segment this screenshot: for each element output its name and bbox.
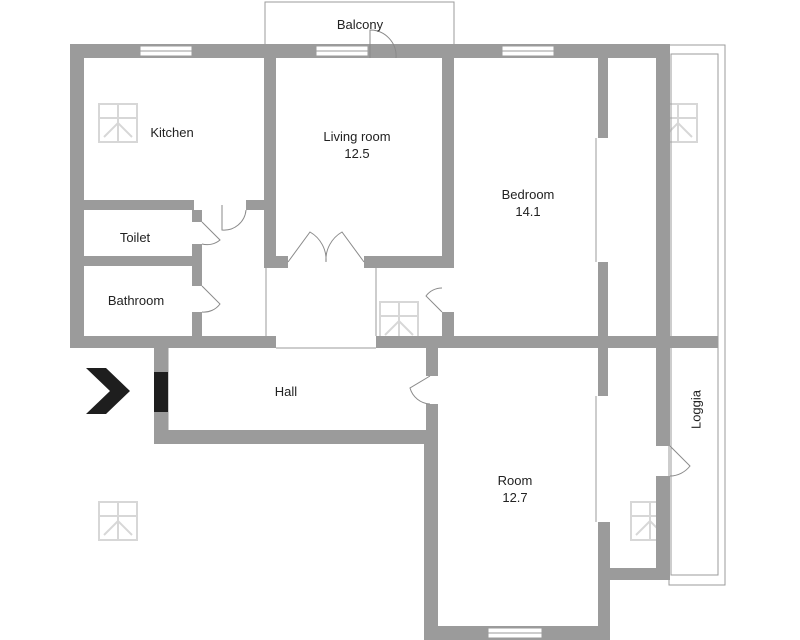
walls xyxy=(70,44,718,640)
room-name: Room xyxy=(497,473,533,488)
room-area: 12.5 xyxy=(344,146,370,161)
room-area: 14.1 xyxy=(515,204,541,219)
watermark-logo-icon xyxy=(98,103,138,143)
entrance-door xyxy=(154,372,168,412)
room-name: Kitchen xyxy=(150,125,194,140)
loggia-inner xyxy=(670,53,719,576)
room-name: Living room xyxy=(323,129,391,144)
watermark-logo-icon xyxy=(379,301,419,341)
doors xyxy=(201,29,691,477)
room-name: Loggia xyxy=(688,389,704,430)
room-area: 12.7 xyxy=(502,490,528,505)
room-label-room: Room 12.7 xyxy=(455,472,575,506)
entrance-arrow-icon xyxy=(86,368,130,414)
room-label-hall: Hall xyxy=(226,383,346,400)
room-label-loggia: Loggia xyxy=(688,380,705,440)
room-name: Balcony xyxy=(336,17,384,32)
room-label-toilet: Toilet xyxy=(75,229,195,246)
room-name: Hall xyxy=(274,384,298,399)
room-label-kitchen: Kitchen xyxy=(112,124,232,141)
room-name: Toilet xyxy=(119,230,151,245)
watermark-logo-icon xyxy=(98,501,138,541)
room-label-living: Living room 12.5 xyxy=(297,128,417,162)
windows xyxy=(139,45,555,639)
room-name: Bedroom xyxy=(501,187,555,202)
room-label-bedroom: Bedroom 14.1 xyxy=(468,186,588,220)
boundaries xyxy=(167,138,597,522)
room-name: Bathroom xyxy=(107,293,165,308)
room-label-balcony: Balcony xyxy=(300,16,420,33)
room-label-bathroom: Bathroom xyxy=(76,292,196,309)
